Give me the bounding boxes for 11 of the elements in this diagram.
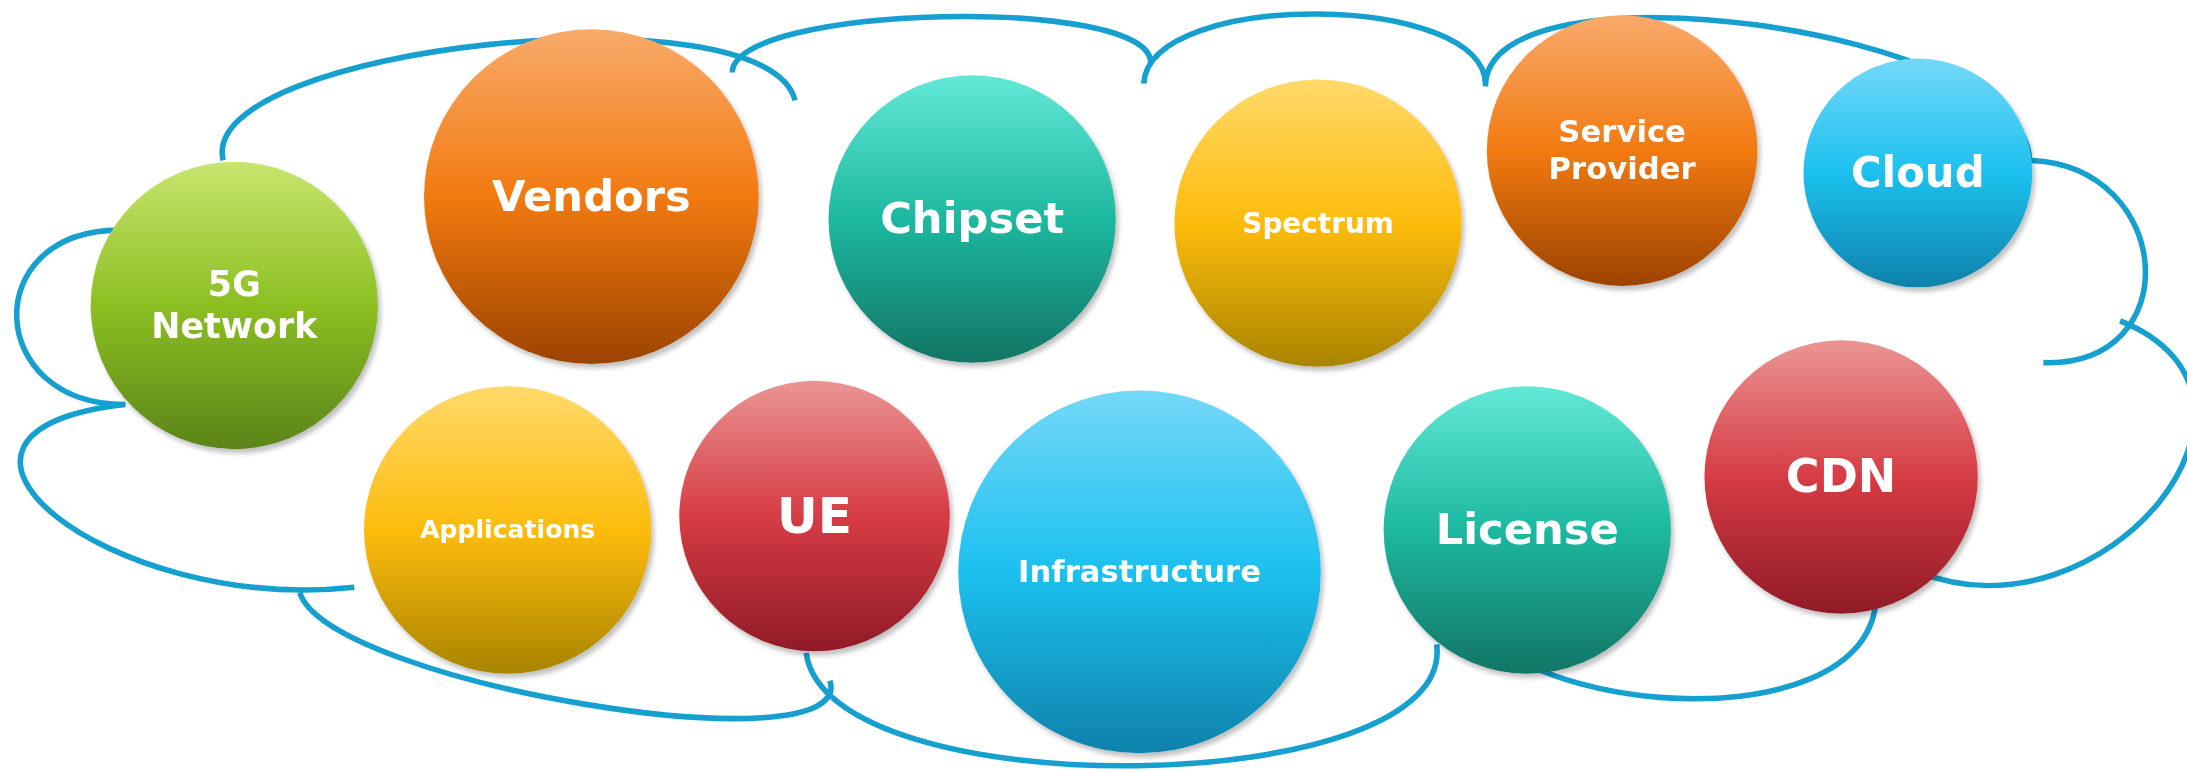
bubble-label: Infrastructure bbox=[1018, 553, 1262, 591]
bubble-label: Vendors bbox=[491, 170, 691, 223]
bubble-label: Cloud bbox=[1851, 147, 1985, 199]
bubble-label: License bbox=[1435, 504, 1619, 556]
bubble-label: UE bbox=[777, 486, 853, 547]
bubble-label: CDN bbox=[1785, 449, 1897, 505]
bubble-label: Applications bbox=[420, 514, 596, 546]
bubble-label: Service Provider bbox=[1547, 113, 1697, 188]
bubble-label: Chipset bbox=[880, 193, 1065, 245]
bubble-label: Spectrum bbox=[1242, 206, 1394, 240]
bubble-label: 5G Network bbox=[150, 263, 319, 348]
